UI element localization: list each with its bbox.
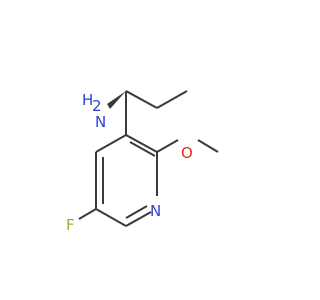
bond-ch3-ch2	[156, 90, 188, 109]
bond-group	[78, 90, 219, 227]
bond-c6-c5	[95, 208, 127, 227]
bond-n1-c6-double	[125, 205, 148, 219]
bond-ch2-chiral	[125, 90, 158, 109]
bond-n1-c6	[125, 211, 152, 227]
bond-c2-c3-double	[129, 141, 156, 157]
amine-subscript-label: 2	[92, 97, 102, 115]
atom-labels: H 2 N O N F	[66, 91, 193, 234]
amine-n-label: N	[95, 113, 106, 131]
bond-o-ch3	[197, 139, 219, 153]
bond-c3-c2	[125, 134, 158, 153]
amine-h-label: H	[82, 91, 93, 109]
bond-c2-o	[156, 139, 179, 153]
pyridine-nitrogen-label: N	[150, 202, 161, 220]
bond-c4-c3	[95, 134, 127, 153]
methoxy-oxygen-label: O	[181, 144, 193, 162]
fluorine-label: F	[66, 216, 75, 234]
wedge-bond-chiral-nh2	[107, 91, 126, 109]
bond-c5-f	[78, 208, 97, 220]
molecule-structure: H 2 N O N F	[66, 90, 219, 234]
